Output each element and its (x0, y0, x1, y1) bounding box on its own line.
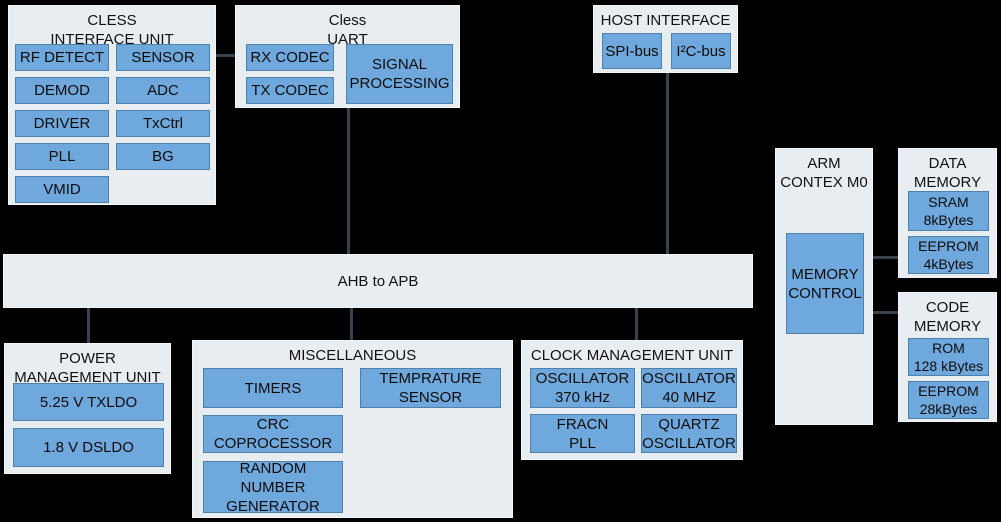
oscillator-40mhz-module: OSCILLATOR 40 MHZ (641, 368, 737, 408)
cless-interface-unit-title: CLESS INTERFACE UNIT (50, 12, 174, 48)
connector-uart-to-bus (347, 108, 350, 254)
cless-uart-title: Cless UART (327, 12, 368, 48)
connector-arm-to-data-memory (873, 256, 898, 259)
clock-management-unit-panel: CLOCK MANAGEMENT UNIT OSCILLATOR 370 kHz… (521, 340, 743, 460)
i2c-bus-module: I²C-bus (671, 33, 731, 69)
connector-bus-to-misc (350, 308, 353, 340)
arm-contex-m0-panel: ARM CONTEX M0 MEMORY CONTROL (775, 148, 873, 425)
connector-bus-to-power (87, 308, 90, 343)
code-eeprom-module: EEPROM 28kBytes (908, 381, 989, 419)
code-memory-panel: CODE MEMORY ROM 128 kBytes EEPROM 28kByt… (898, 292, 997, 422)
spi-bus-module: SPI-bus (602, 33, 662, 69)
connector-host-to-bus (666, 73, 669, 254)
cless-interface-unit-panel: CLESS INTERFACE UNIT RF DETECT SENSOR DE… (8, 5, 216, 205)
vmid-module: VMID (15, 176, 109, 203)
miscellaneous-panel: MISCELLANEOUS TIMERS TEMPRATURE SENSOR C… (192, 340, 513, 518)
arm-contex-m0-title: ARM CONTEX M0 (780, 155, 868, 191)
data-eeprom-module: EEPROM 4kBytes (908, 236, 989, 274)
memory-control-module: MEMORY CONTROL (786, 233, 864, 334)
data-memory-panel: DATA MEMORY SRAM 8kBytes EEPROM 4kBytes (898, 148, 997, 278)
txctrl-module: TxCtrl (116, 110, 210, 137)
tx-codec-module: TX CODEC (246, 77, 334, 104)
adc-module: ADC (116, 77, 210, 104)
txldo-module: 5.25 V TXLDO (13, 383, 164, 421)
clock-management-unit-title: CLOCK MANAGEMENT UNIT (530, 347, 734, 364)
pll-module: PLL (15, 143, 109, 170)
crc-coprocessor-module: CRC COPROCESSOR (203, 415, 343, 453)
oscillator-370khz-module: OSCILLATOR 370 kHz (530, 368, 635, 408)
host-interface-title: HOST INTERFACE (600, 12, 731, 29)
bg-module: BG (116, 143, 210, 170)
ahb-to-apb-bus: AHB to APB (3, 254, 753, 308)
fracn-pll-module: FRACN PLL (530, 414, 635, 453)
dsldo-module: 1.8 V DSLDO (13, 428, 164, 467)
miscellaneous-title: MISCELLANEOUS (288, 347, 417, 364)
rf-detect-module: RF DETECT (15, 44, 109, 71)
demod-module: DEMOD (15, 77, 109, 104)
power-management-unit-panel: POWER MANAGEMENT UNIT 5.25 V TXLDO 1.8 V… (4, 343, 171, 474)
ahb-to-apb-label: AHB to APB (337, 272, 419, 290)
driver-module: DRIVER (15, 110, 109, 137)
data-memory-title: DATA MEMORY (913, 155, 982, 191)
rx-codec-module: RX CODEC (246, 44, 334, 71)
connector-bus-to-clock (635, 308, 638, 340)
rom-module: ROM 128 kBytes (908, 338, 989, 376)
power-management-unit-title: POWER MANAGEMENT UNIT (14, 350, 161, 386)
random-number-generator-module: RANDOM NUMBER GENERATOR (203, 460, 343, 515)
timers-module: TIMERS (203, 368, 343, 408)
quartz-oscillator-module: QUARTZ OSCILLATOR (641, 414, 737, 453)
temperature-sensor-module: TEMPRATURE SENSOR (360, 368, 501, 408)
cless-uart-panel: Cless UART RX CODEC TX CODEC SIGNAL PROC… (235, 5, 460, 108)
signal-processing-module: SIGNAL PROCESSING (346, 44, 453, 104)
host-interface-panel: HOST INTERFACE SPI-bus I²C-bus (593, 5, 738, 73)
sram-module: SRAM 8kBytes (908, 191, 989, 231)
code-memory-title: CODE MEMORY (913, 299, 982, 335)
sensor-module: SENSOR (116, 44, 210, 71)
connector-arm-to-code-memory (873, 311, 898, 314)
connector-cless-to-uart (216, 54, 235, 57)
